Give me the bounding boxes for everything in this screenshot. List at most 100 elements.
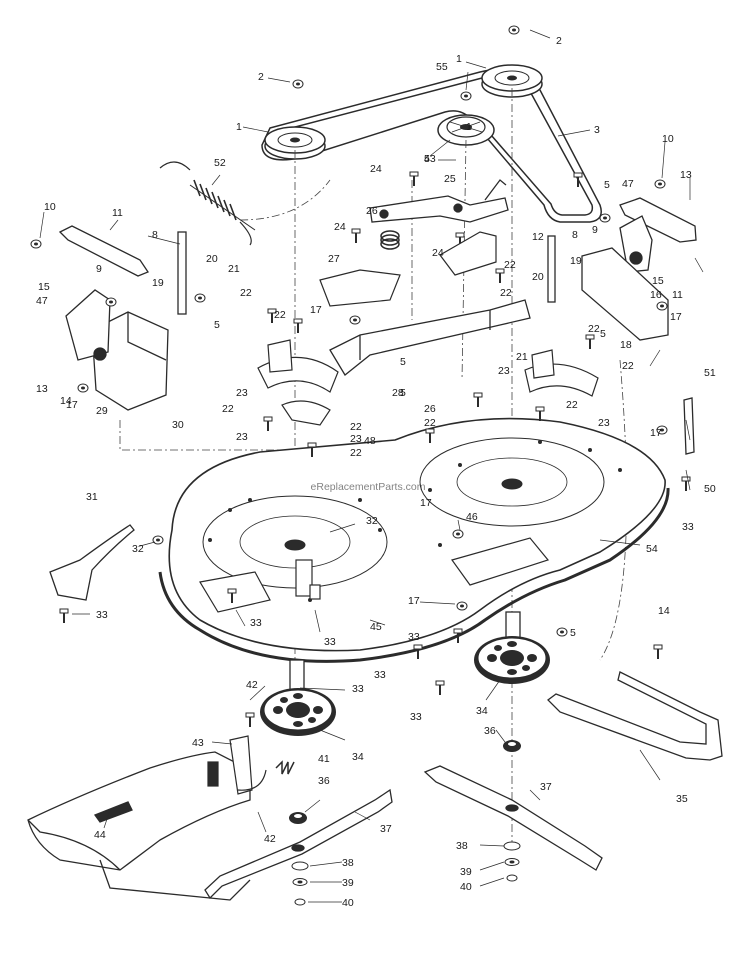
callout-label: 3 — [594, 124, 600, 136]
callout-label: 1 — [456, 53, 462, 65]
callout-label: 22 — [424, 417, 436, 429]
callout-label: 16 — [650, 289, 662, 301]
bracket-50 — [683, 397, 695, 455]
mower-deck-housing — [158, 417, 670, 663]
blade-adapter-right — [503, 740, 521, 752]
callout-label: 55 — [436, 61, 448, 73]
callout-label: 47 — [36, 295, 48, 307]
callout-label: 36 — [484, 725, 496, 737]
callout-label: 27 — [328, 253, 340, 265]
callout-label: 17 — [408, 595, 420, 607]
tension-spring — [159, 161, 256, 246]
callout-labels: 1 1 1 2 2 3 4 5 5 5 5 5 5 8 8 9 9 10 10 … — [36, 35, 716, 909]
callout-label: 30 — [172, 419, 184, 431]
callout-label: 21 — [516, 351, 528, 363]
nut-top-left — [292, 79, 304, 89]
callout-label: 33 — [408, 631, 420, 643]
callout-label: 10 — [44, 201, 56, 213]
callout-label: 12 — [532, 231, 544, 243]
lift-arm-right — [619, 197, 697, 273]
callout-label: 17 — [420, 497, 432, 509]
callout-label: 46 — [466, 511, 478, 523]
callout-label: 2 — [258, 71, 264, 83]
bracket-12 — [439, 231, 497, 276]
callout-label: 1 — [466, 121, 472, 133]
lift-arm-11 — [58, 225, 149, 277]
callout-label: 21 — [228, 263, 240, 275]
callout-label: 15 — [652, 275, 664, 287]
callout-label: 40 — [460, 881, 472, 893]
blade-adapter-left — [289, 812, 307, 824]
callout-label: 11 — [672, 289, 683, 301]
blade-hub-left — [259, 687, 337, 737]
callout-label: 23 — [350, 433, 362, 445]
spring-26 — [380, 230, 400, 250]
callout-label: 33 — [410, 711, 422, 723]
watermark: eReplacementParts.com — [311, 481, 426, 493]
callout-label: 5 — [214, 319, 220, 331]
callout-label: 29 — [96, 405, 108, 417]
callout-label: 20 — [206, 253, 218, 265]
bolt-24-top — [409, 171, 419, 187]
callout-label: 17 — [66, 399, 78, 411]
callout-label: 33 — [682, 521, 694, 533]
mower-blade-right — [423, 765, 603, 871]
callout-label: 23 — [598, 417, 610, 429]
callout-label: 31 — [86, 491, 98, 503]
callout-label: 13 — [36, 383, 48, 395]
callout-label: 51 — [704, 367, 716, 379]
callout-label: 23 — [236, 431, 248, 443]
callout-label: 38 — [456, 840, 468, 852]
spindle-post-45 — [295, 559, 321, 600]
callout-label: 35 — [676, 793, 688, 805]
blade-hub-right — [473, 635, 551, 685]
anti-scalp-bar — [547, 671, 723, 761]
callout-label: 36 — [318, 775, 330, 787]
callout-label: 8 — [152, 229, 158, 241]
callout-label: 33 — [250, 617, 262, 629]
callout-label: 37 — [380, 823, 392, 835]
callout-label: 33 — [324, 636, 336, 648]
callout-label: 17 — [650, 427, 662, 439]
callout-label: 5 — [604, 179, 610, 191]
spindle-shaft-left — [289, 659, 305, 691]
callout-label: 9 — [592, 224, 598, 236]
callout-label: 34 — [476, 705, 488, 717]
bracket-plate-18 — [581, 247, 669, 341]
callout-label: 10 — [662, 133, 674, 145]
bracket-plate-30 — [65, 289, 169, 411]
bracket-27 — [319, 269, 401, 307]
callout-label: 5 — [400, 387, 406, 399]
callout-label: 50 — [704, 483, 716, 495]
blade-hardware-left — [291, 861, 309, 906]
callout-label: 23 — [498, 365, 510, 377]
stabilizer-bracket-31 — [49, 524, 135, 601]
callout-label: 33 — [352, 683, 364, 695]
callout-label: 15 — [38, 281, 50, 293]
mower-blade-left — [204, 788, 393, 900]
callout-label: 39 — [460, 866, 472, 878]
callout-label: 54 — [646, 543, 658, 555]
callout-label: 19 — [152, 277, 164, 289]
washer-55 — [460, 91, 472, 101]
idler-pulley — [437, 114, 495, 146]
callout-label: 22 — [240, 287, 252, 299]
callout-label: 33 — [96, 609, 108, 621]
callout-label: 22 — [350, 421, 362, 433]
callout-label: 14 — [60, 395, 72, 407]
callout-label: 8 — [572, 229, 578, 241]
callout-label: 20 — [532, 271, 544, 283]
link-rod-8-right — [547, 235, 556, 303]
callout-label: 24 — [370, 163, 382, 175]
callout-label: 42 — [246, 679, 258, 691]
callout-label: 52 — [214, 157, 226, 169]
callout-label: 19 — [570, 255, 582, 267]
deck-baffle-28 — [329, 299, 531, 376]
callout-label: 22 — [622, 360, 634, 372]
callout-label: 43 — [192, 737, 204, 749]
callout-label: 47 — [622, 178, 634, 190]
callout-label: 22 — [350, 447, 362, 459]
callout-label: 22 — [222, 403, 234, 415]
callout-label: 40 — [342, 897, 354, 909]
